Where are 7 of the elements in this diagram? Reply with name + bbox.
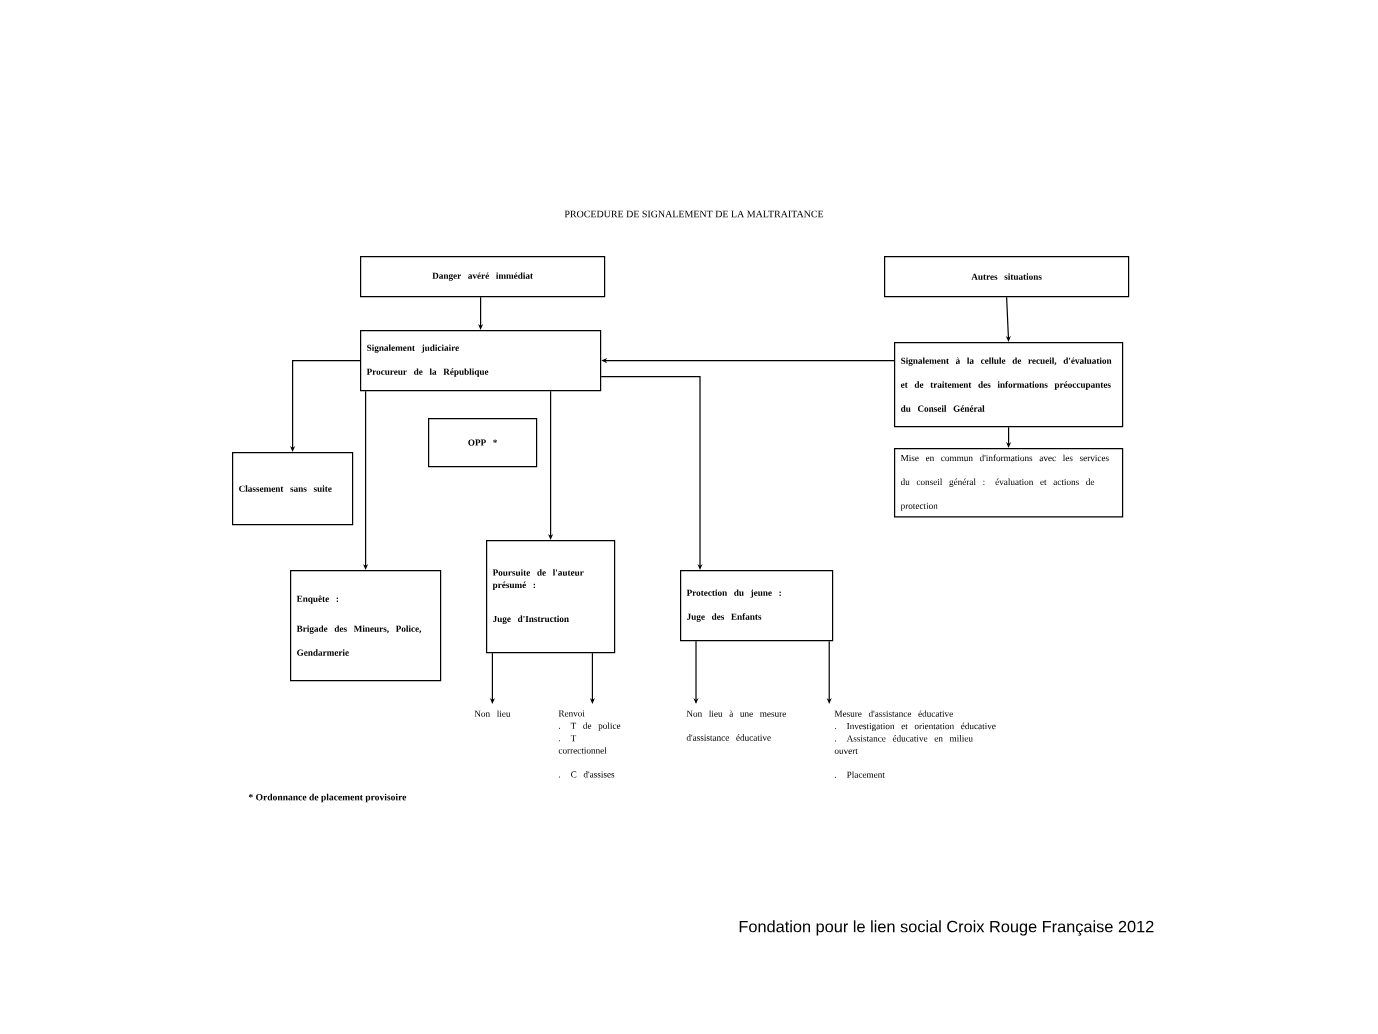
caption: Fondation pour le lien social Croix Rouge Française 2012 (739, 920, 1154, 936)
arrow (363, 390, 369, 570)
arrow (1006, 426, 1012, 448)
arrow (478, 296, 484, 330)
arrow (290, 360, 361, 452)
arrow (600, 376, 703, 570)
arrow (548, 390, 554, 540)
